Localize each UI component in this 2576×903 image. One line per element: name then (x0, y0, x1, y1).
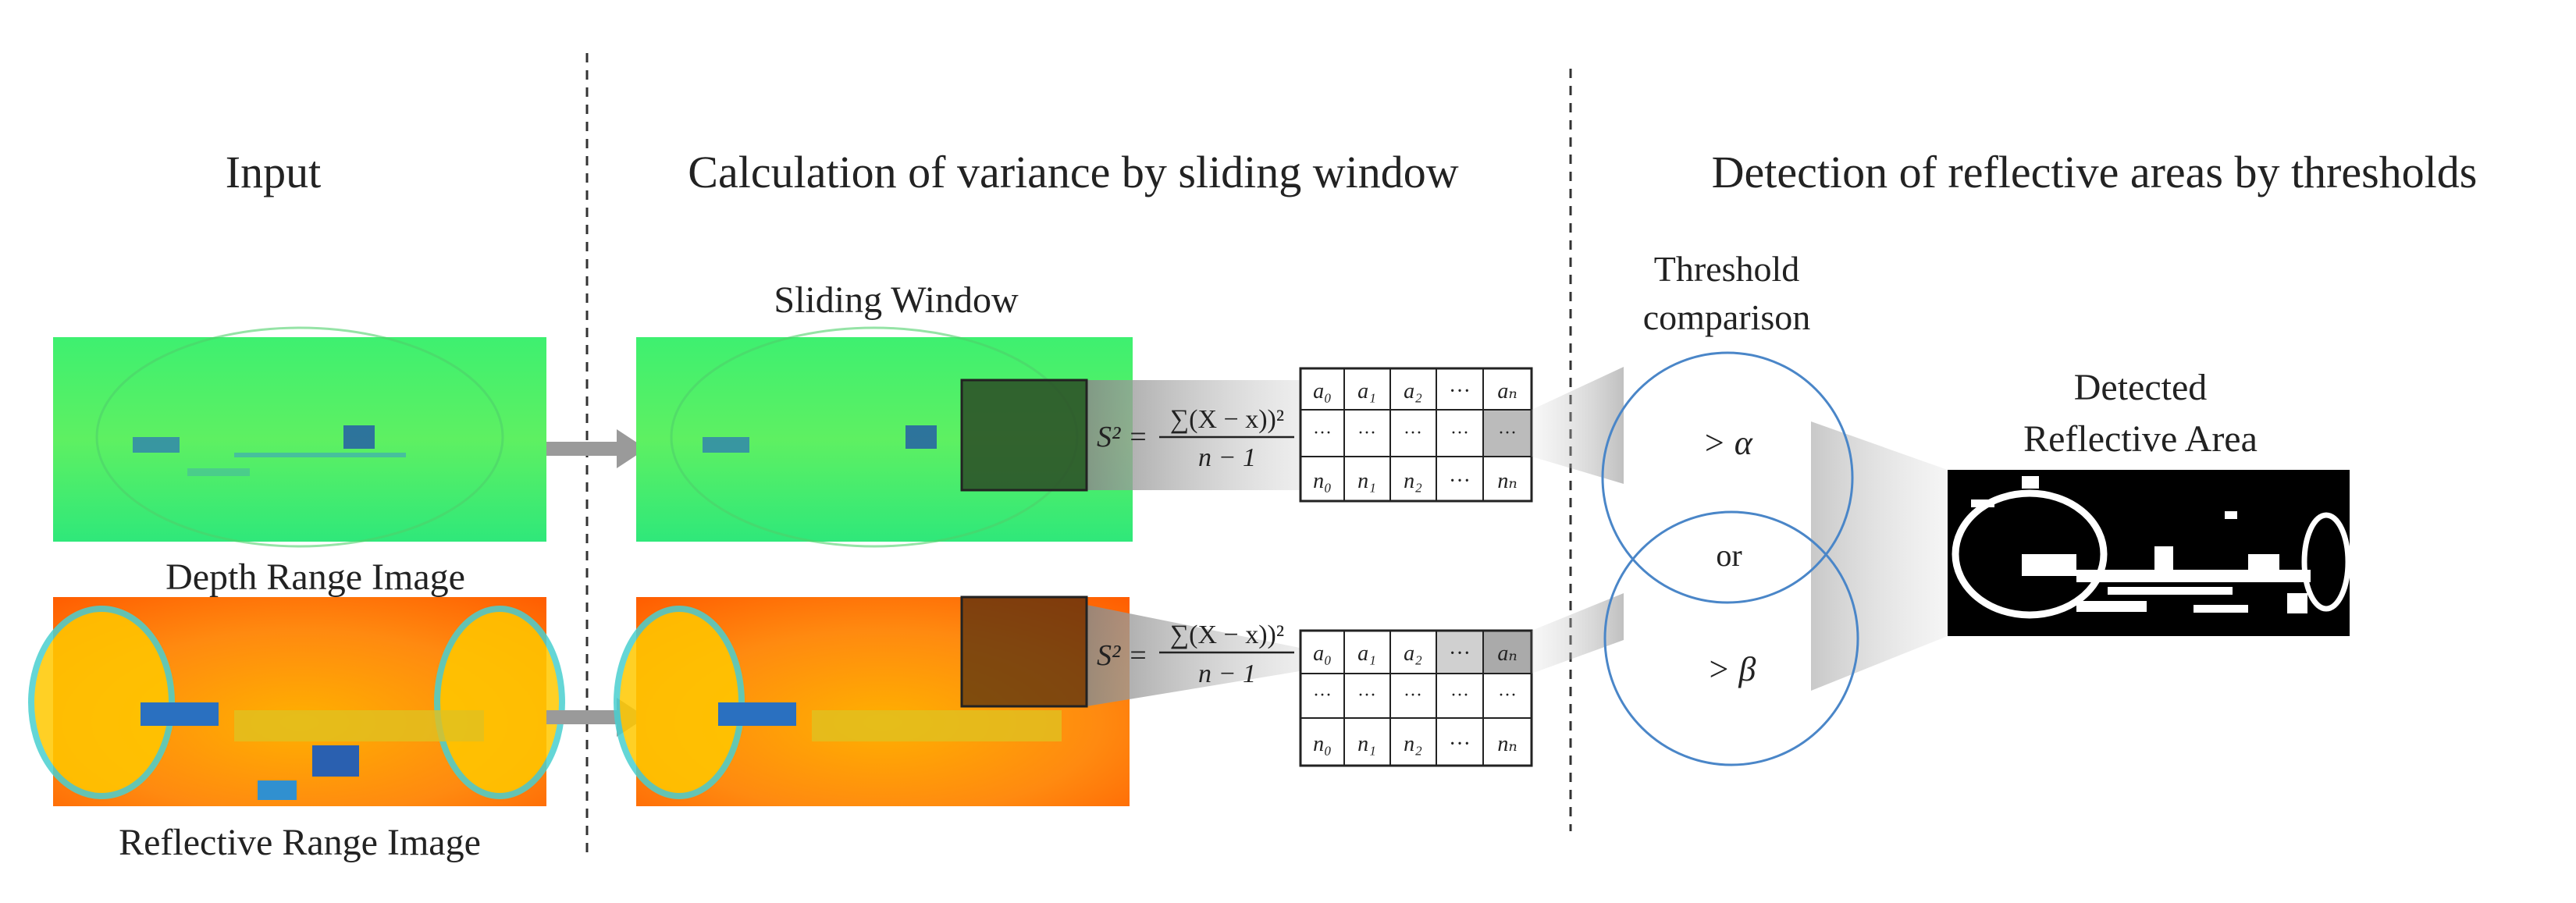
depth-range-image (53, 326, 546, 548)
threshold-circle-alpha (1601, 351, 1854, 604)
svg-text:S² =: S² = (1097, 639, 1148, 672)
reflective-range-image (28, 597, 565, 806)
svg-text:S² =: S² = (1097, 421, 1148, 453)
svg-text:a₂: a₂ (1404, 379, 1422, 404)
svg-text:∑(X − x))²: ∑(X − x))² (1170, 405, 1284, 434)
svg-text:···: ··· (1313, 685, 1332, 706)
input-title: Input (226, 147, 321, 197)
detected-reflective-area-image (1948, 470, 2351, 636)
svg-text:···: ··· (1498, 685, 1517, 706)
svg-text:aₙ: aₙ (1497, 642, 1517, 666)
threshold-alpha: > α (1703, 424, 1753, 462)
svg-text:···: ··· (1498, 423, 1517, 443)
beam-reflective (1087, 605, 1300, 706)
beam-to-beta (1532, 593, 1624, 674)
svg-text:n₂: n₂ (1404, 469, 1422, 493)
svg-text:···: ··· (1449, 469, 1471, 493)
beam-to-alpha (1532, 367, 1624, 484)
detected-label-line1: Detected (2074, 367, 2208, 408)
svg-text:a₂: a₂ (1404, 642, 1422, 666)
svg-text:aₙ: aₙ (1497, 379, 1517, 404)
svg-text:n₁: n₁ (1357, 469, 1376, 493)
svg-text:···: ··· (1357, 685, 1376, 706)
detection-title: Detection of reflective areas by thresho… (1712, 147, 2478, 197)
or-label: or (1716, 538, 1742, 573)
variance-matrix-depth: a₀ a₁ a₂ ··· aₙ ··· ··· ··· ··· ··· n₀ n… (1299, 367, 1533, 503)
beam-to-output (1811, 421, 1948, 691)
threshold-label-line1: Threshold (1654, 249, 1800, 289)
svg-text:n − 1: n − 1 (1198, 443, 1256, 472)
sliding-window-label: Sliding Window (774, 279, 1019, 321)
detected-label-line2: Reflective Area (2023, 418, 2258, 460)
svg-text:···: ··· (1449, 732, 1471, 756)
formula-reflective: S² = ∑(X − x))² n − 1 (1097, 620, 1294, 688)
svg-text:···: ··· (1450, 423, 1469, 443)
svg-text:n₁: n₁ (1357, 732, 1376, 756)
svg-text:n₀: n₀ (1313, 732, 1332, 756)
threshold-beta: > β (1707, 650, 1756, 688)
svg-text:n₀: n₀ (1313, 469, 1332, 493)
sliding-window-reflective (960, 595, 1088, 708)
formula-depth: S² = ∑(X − x))² n − 1 (1097, 405, 1294, 472)
svg-text:···: ··· (1404, 423, 1422, 443)
svg-text:···: ··· (1449, 379, 1471, 404)
svg-text:···: ··· (1449, 642, 1471, 666)
reflective-image-label: Reflective Range Image (119, 822, 481, 863)
svg-text:···: ··· (1450, 685, 1469, 706)
svg-text:∑(X − x))²: ∑(X − x))² (1170, 620, 1284, 649)
svg-text:···: ··· (1313, 423, 1332, 443)
svg-text:a₁: a₁ (1357, 642, 1376, 666)
svg-text:a₀: a₀ (1313, 642, 1332, 666)
variance-matrix-reflective: a₀ a₁ a₂ ··· aₙ ··· ··· ··· ··· ··· n₀ n… (1299, 629, 1533, 767)
svg-text:nₙ: nₙ (1497, 732, 1517, 756)
svg-text:n − 1: n − 1 (1198, 659, 1256, 688)
variance-title: Calculation of variance by sliding windo… (688, 147, 1459, 197)
svg-text:···: ··· (1404, 685, 1422, 706)
threshold-circle-beta (1603, 510, 1859, 766)
depth-image-label: Depth Range Image (165, 556, 465, 598)
threshold-label-line2: comparison (1643, 297, 1811, 337)
svg-text:nₙ: nₙ (1497, 469, 1517, 493)
svg-text:a₁: a₁ (1357, 379, 1376, 404)
svg-text:n₂: n₂ (1404, 732, 1422, 756)
sliding-window-depth (960, 379, 1088, 492)
arrow-depth (546, 429, 646, 468)
beam-depth (1087, 380, 1300, 490)
svg-text:···: ··· (1357, 423, 1376, 443)
svg-text:a₀: a₀ (1313, 379, 1332, 404)
